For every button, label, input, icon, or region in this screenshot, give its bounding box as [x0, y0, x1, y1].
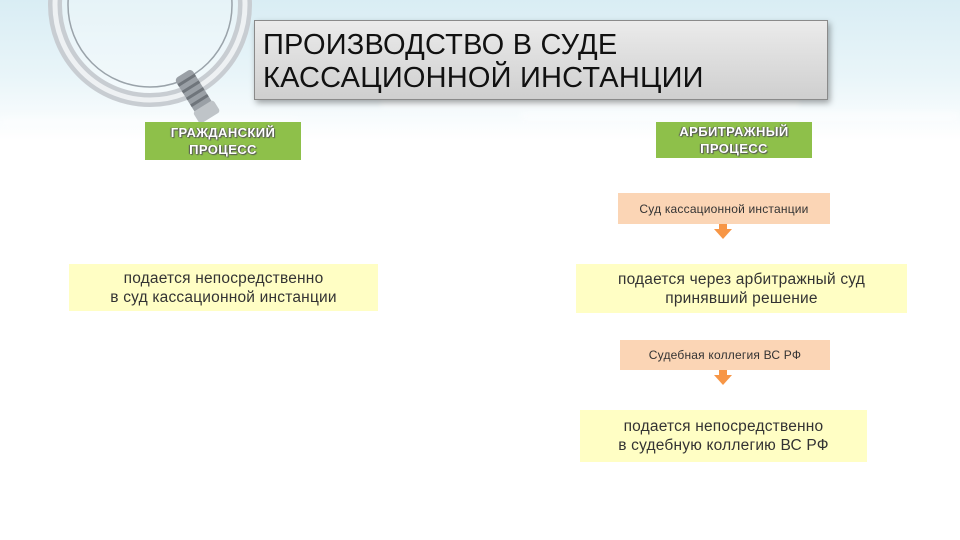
title-box: ПРОИЗВОДСТВО В СУДЕ КАССАЦИОННОЙ ИНСТАНЦ… — [254, 20, 828, 100]
supreme-court-filing-box: подается непосредственно в судебную колл… — [580, 410, 867, 462]
magnifier-icon — [48, 0, 252, 124]
down-arrow-head-icon-2 — [714, 375, 732, 385]
arbitration-filing-box: подается через арбитражный суд принявший… — [576, 264, 907, 313]
down-arrow-head-icon — [714, 229, 732, 239]
arbitration-process-heading: АРБИТРАЖНЫЙ ПРОЦЕСС — [656, 122, 812, 158]
civil-filing-box: подается непосредственно в суд кассацион… — [69, 264, 378, 311]
cassation-court-box: Суд кассационной инстанции — [618, 193, 830, 224]
down-arrow-icon-2 — [719, 370, 727, 376]
down-arrow-icon — [719, 224, 727, 230]
supreme-court-board-box: Судебная коллегия ВС РФ — [620, 340, 830, 370]
civil-process-heading: ГРАЖДАНСКИЙ ПРОЦЕСС — [145, 122, 301, 160]
page-title: ПРОИЗВОДСТВО В СУДЕ КАССАЦИОННОЙ ИНСТАНЦ… — [263, 29, 704, 94]
